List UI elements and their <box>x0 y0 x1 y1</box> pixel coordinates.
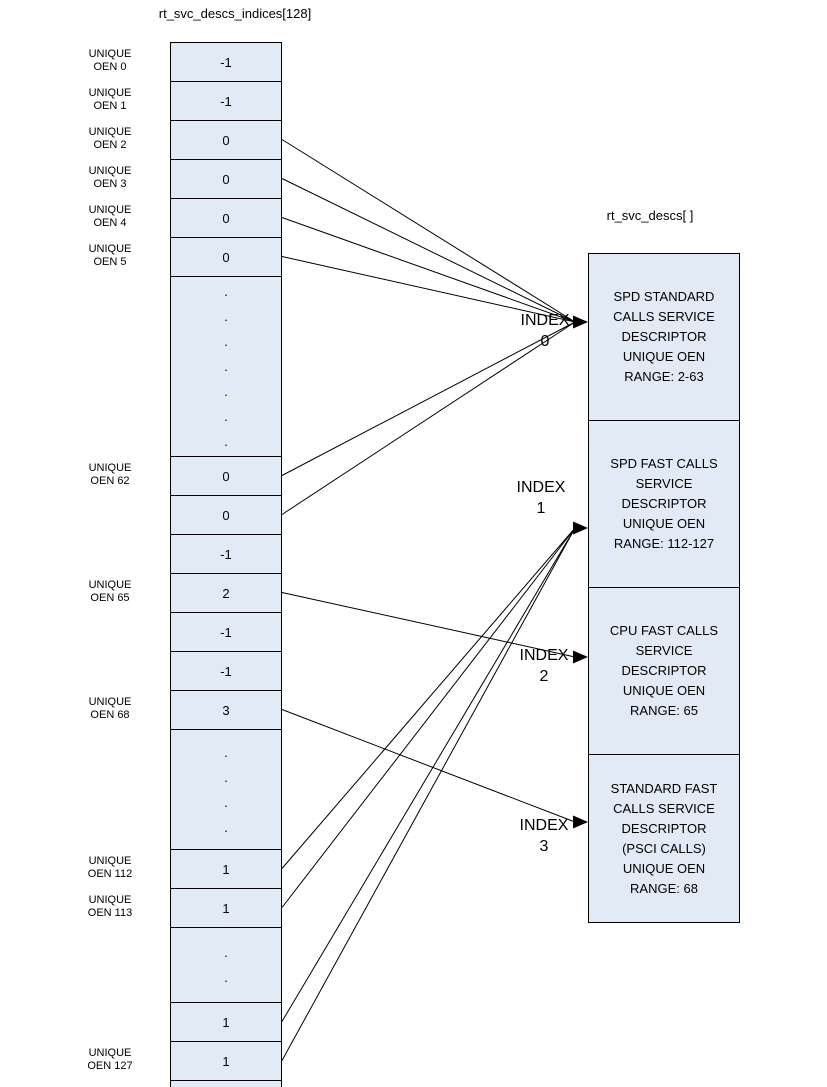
index-label-0: INDEX 0 <box>520 312 570 350</box>
cell-partial <box>171 1081 281 1087</box>
oen-label-0: UNIQUE OEN 0 <box>88 48 132 73</box>
cell-oen-113: 1 <box>171 889 281 928</box>
arrow-line <box>281 139 576 323</box>
descs-array-title: rt_svc_descs[ ] <box>606 208 694 223</box>
ellipsis-cell-3: . . <box>171 928 281 1003</box>
desc-box-2: CPU FAST CALLS SERVICE DESCRIPTOR UNIQUE… <box>589 588 739 755</box>
oen-label-3: UNIQUE OEN 3 <box>88 165 132 190</box>
cell-oen-127: 1 <box>171 1042 281 1081</box>
cell-oen-64: -1 <box>171 535 281 574</box>
oen-label-113: UNIQUE OEN 113 <box>87 894 133 919</box>
cell-oen-126: 1 <box>171 1003 281 1042</box>
ellipsis-cell-2: . . . . <box>171 730 281 850</box>
cell-oen-5: 0 <box>171 238 281 277</box>
cell-oen-66: -1 <box>171 613 281 652</box>
cell-oen-2: 0 <box>171 121 281 160</box>
oen-label-62: UNIQUE OEN 62 <box>88 462 132 487</box>
desc-box-3: STANDARD FAST CALLS SERVICE DESCRIPTOR (… <box>589 755 739 922</box>
arrows-to-index-3 <box>281 709 588 829</box>
oen-label-1: UNIQUE OEN 1 <box>88 87 132 112</box>
arrow-line <box>281 709 576 823</box>
cell-oen-112: 1 <box>171 850 281 889</box>
oen-label-127: UNIQUE OEN 127 <box>87 1047 133 1072</box>
oen-label-65: UNIQUE OEN 65 <box>88 579 132 604</box>
cell-oen-62: 0 <box>171 457 281 496</box>
index-label-1: INDEX 1 <box>516 479 566 517</box>
indices-array-title: rt_svc_descs_indices[128] <box>158 6 312 21</box>
arrows-to-index-1 <box>281 521 588 1061</box>
desc-box-0: SPD STANDARD CALLS SERVICE DESCRIPTOR UN… <box>589 254 739 421</box>
oen-label-68: UNIQUE OEN 68 <box>88 696 132 721</box>
desc-box-1: SPD FAST CALLS SERVICE DESCRIPTOR UNIQUE… <box>589 421 739 588</box>
index-label-2: INDEX 2 <box>519 647 569 685</box>
oen-label-4: UNIQUE OEN 4 <box>88 204 132 229</box>
arrowhead-index-1 <box>573 521 588 535</box>
arrow-line <box>281 527 576 1061</box>
ellipsis-cell-1: . . . . . . . <box>171 277 281 457</box>
cell-oen-1: -1 <box>171 82 281 121</box>
cell-oen-65: 2 <box>171 574 281 613</box>
cell-oen-3: 0 <box>171 160 281 199</box>
oen-label-5: UNIQUE OEN 5 <box>88 243 132 268</box>
arrow-line <box>281 178 576 323</box>
cell-oen-4: 0 <box>171 199 281 238</box>
cell-oen-68: 3 <box>171 691 281 730</box>
descs-array: SPD STANDARD CALLS SERVICE DESCRIPTOR UN… <box>588 253 740 923</box>
cell-oen-0: -1 <box>171 43 281 82</box>
index-label-3: INDEX 3 <box>519 817 569 855</box>
arrow-line <box>281 217 576 323</box>
cell-oen-63: 0 <box>171 496 281 535</box>
indices-array: -1 -1 0 0 0 0 . . . . . . . 0 0 -1 2 -1 … <box>170 42 282 1087</box>
oen-label-112: UNIQUE OEN 112 <box>87 855 133 880</box>
cell-oen-67: -1 <box>171 652 281 691</box>
arrow-line <box>281 527 576 1022</box>
oen-label-2: UNIQUE OEN 2 <box>88 126 132 151</box>
